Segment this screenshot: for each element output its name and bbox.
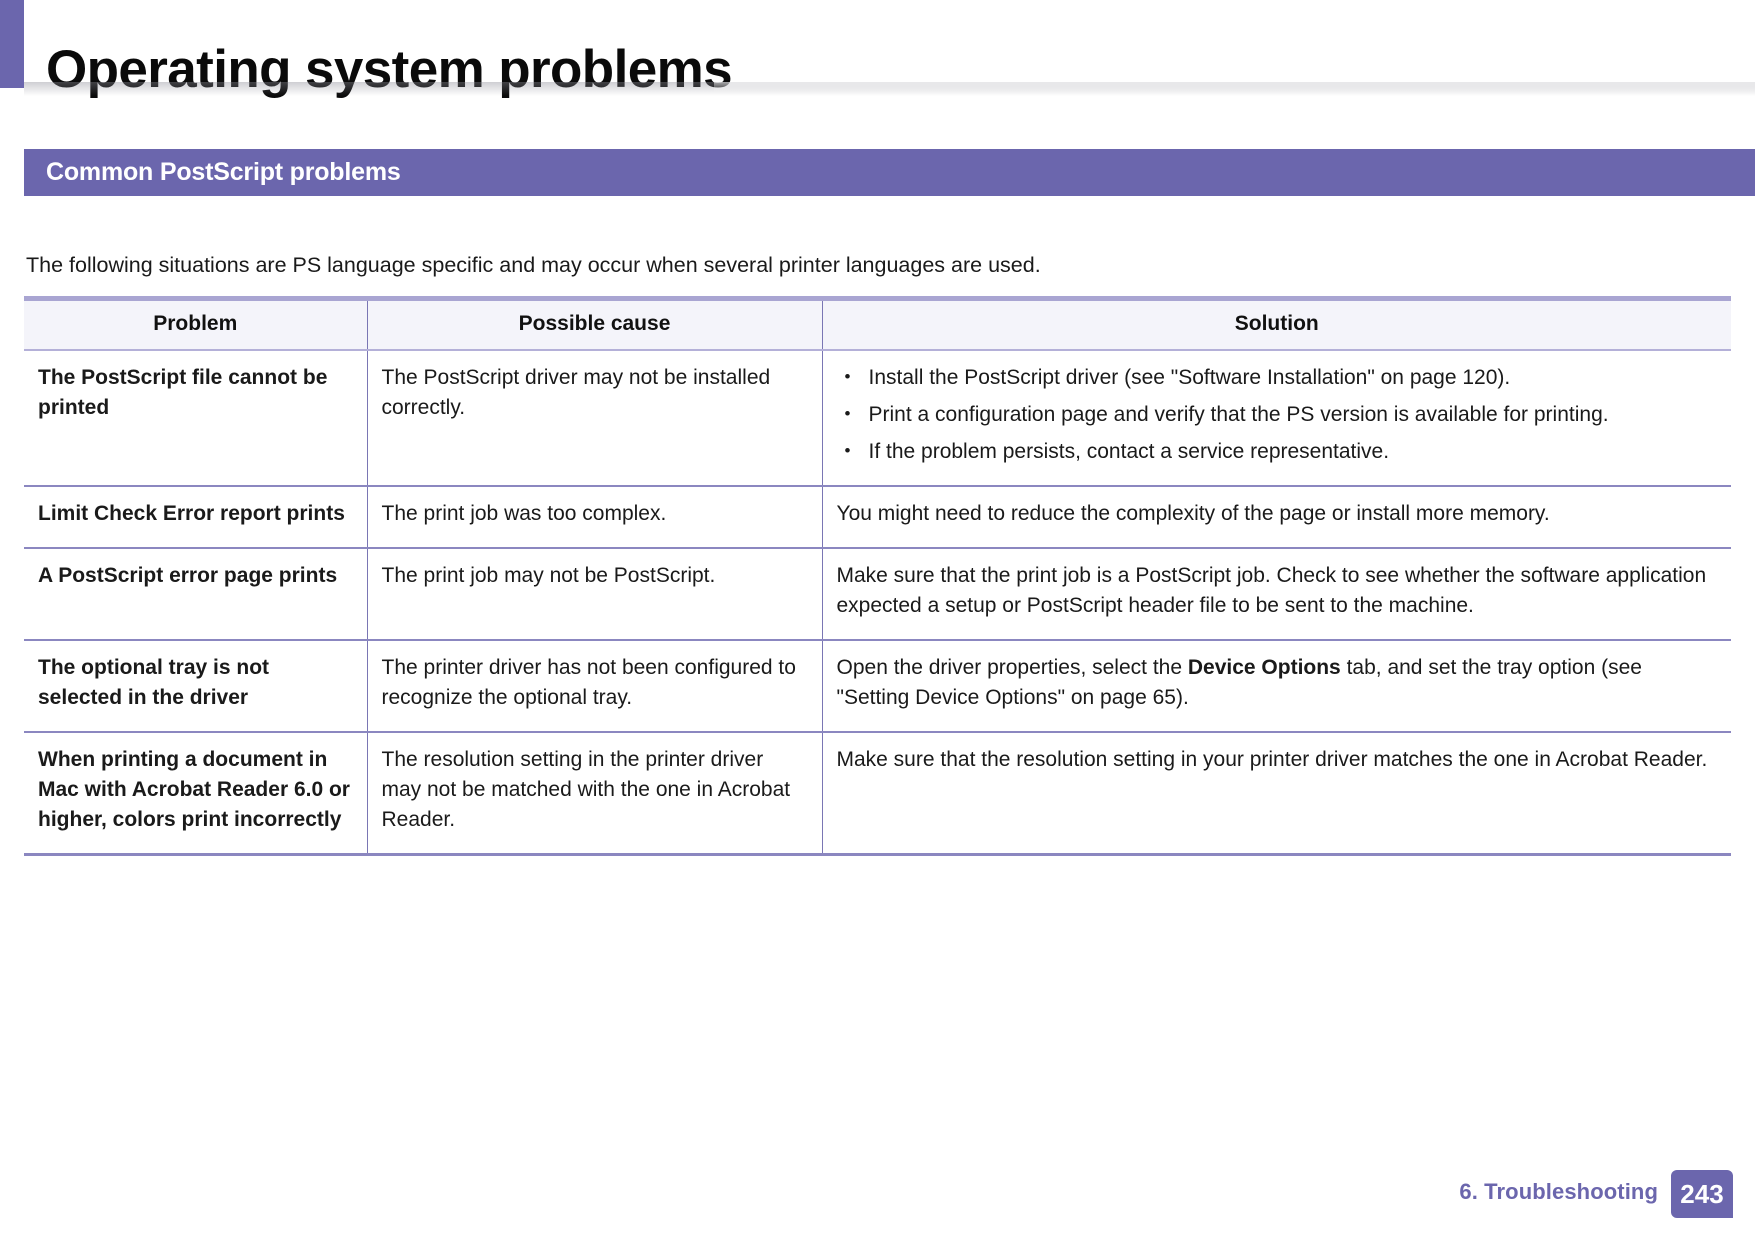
- table-row: When printing a document in Mac with Acr…: [24, 732, 1731, 856]
- postscript-problems-table-wrapper: Problem Possible cause Solution The Post…: [24, 296, 1731, 856]
- cell-problem: The optional tray is not selected in the…: [24, 640, 368, 733]
- cell-solution: You might need to reduce the complexity …: [822, 486, 1731, 549]
- cell-solution: Open the driver properties, select the D…: [822, 640, 1731, 733]
- postscript-problems-table: Problem Possible cause Solution The Post…: [24, 296, 1731, 856]
- footer-page-number: 243: [1671, 1170, 1733, 1218]
- page-title: Operating system problems: [46, 39, 733, 99]
- table-header-row: Problem Possible cause Solution: [24, 296, 1731, 351]
- footer-chapter-label: 6. Troubleshooting: [1459, 1179, 1658, 1204]
- title-underline-shadow: [24, 82, 1755, 96]
- cell-cause: The resolution setting in the printer dr…: [367, 732, 823, 856]
- solution-text-after: tab, and set the tray option (see "Setti…: [836, 656, 1642, 709]
- cell-problem: Limit Check Error report prints: [24, 486, 368, 549]
- cell-problem: The PostScript file cannot be printed: [24, 350, 368, 487]
- title-accent-bar: [0, 0, 24, 88]
- intro-paragraph: The following situations are PS language…: [26, 252, 1041, 277]
- table-row: Limit Check Error report prints The prin…: [24, 486, 1731, 549]
- section-header-title: Common PostScript problems: [46, 158, 401, 186]
- table-row: The optional tray is not selected in the…: [24, 640, 1731, 733]
- table-row: A PostScript error page prints The print…: [24, 548, 1731, 641]
- cell-solution: Make sure that the print job is a PostSc…: [822, 548, 1731, 641]
- cell-problem: A PostScript error page prints: [24, 548, 368, 641]
- list-item: If the problem persists, contact a servi…: [837, 436, 1718, 467]
- column-header-solution: Solution: [822, 296, 1731, 351]
- cell-solution: Make sure that the resolution setting in…: [822, 732, 1731, 856]
- solution-bullet-list: Install the PostScript driver (see "Soft…: [837, 362, 1718, 467]
- cell-cause: The print job was too complex.: [367, 486, 823, 549]
- column-header-problem: Problem: [24, 296, 368, 351]
- cell-cause: The print job may not be PostScript.: [367, 548, 823, 641]
- solution-emphasis-device-options: Device Options: [1187, 656, 1341, 679]
- section-header-band: Common PostScript problems: [24, 149, 1755, 196]
- cell-solution: Install the PostScript driver (see "Soft…: [822, 350, 1731, 487]
- list-item: Print a configuration page and verify th…: [837, 399, 1718, 430]
- list-item: Install the PostScript driver (see "Soft…: [837, 362, 1718, 393]
- solution-text-before: Open the driver properties, select the: [836, 656, 1188, 679]
- cell-cause: The printer driver has not been configur…: [367, 640, 823, 733]
- cell-cause: The PostScript driver may not be install…: [367, 350, 823, 487]
- cell-problem: When printing a document in Mac with Acr…: [24, 732, 368, 856]
- column-header-possible-cause: Possible cause: [367, 296, 823, 351]
- table-row: The PostScript file cannot be printed Th…: [24, 350, 1731, 487]
- page-footer: 6. Troubleshooting 243: [1459, 1170, 1733, 1218]
